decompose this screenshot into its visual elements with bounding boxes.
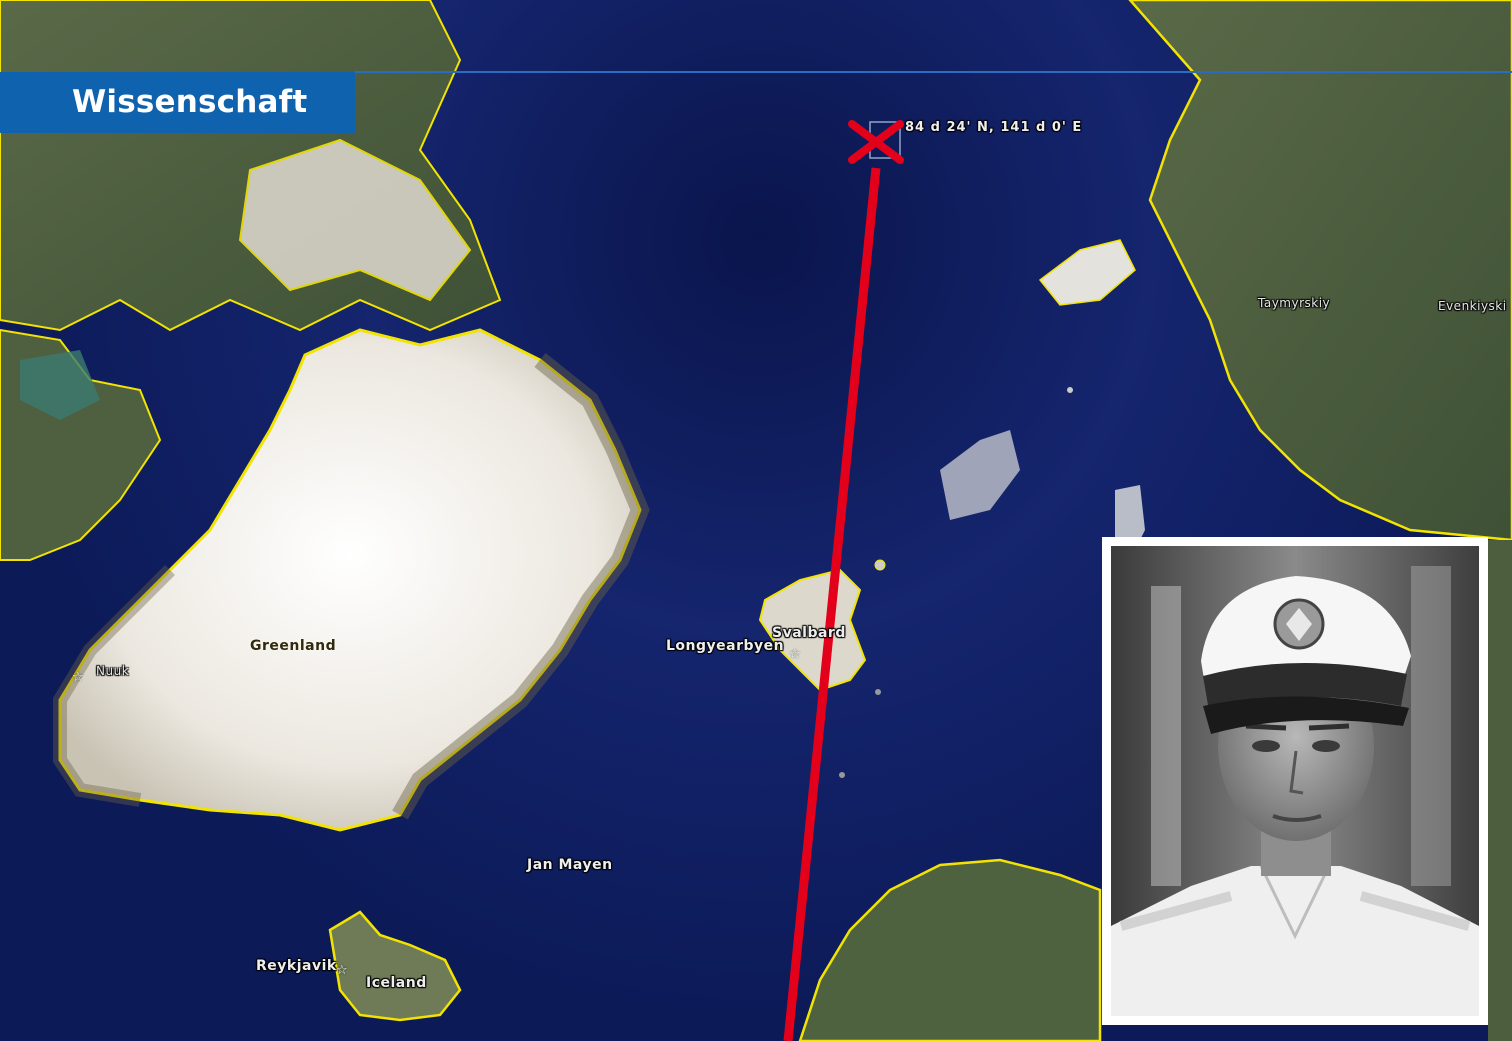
label-taymyrskiy: Taymyrskiy [1258,296,1331,310]
baffin-lake [20,350,100,420]
iceland-landmass [328,910,462,1022]
greenland-coast-west [53,565,175,807]
island [1067,387,1073,393]
route-line [783,167,881,1041]
greenland-coast-east [392,352,650,820]
greenland-landmass [58,328,642,832]
severnaya-zemlya [1038,239,1136,306]
island [874,559,886,571]
label-reykjavik: Reykjavik [256,958,337,974]
scandinavia-landmass [798,858,1102,1041]
island [839,772,845,778]
portrait-photo [1111,546,1479,1016]
x-marker-icon [848,120,904,164]
label-longyearbyen: Longyearbyen [666,638,785,654]
portrait-inset [1102,537,1488,1025]
siberia-landmass [1128,0,1512,542]
island [875,689,881,695]
ellesmere-ice [238,138,472,302]
label-greenland: Greenland [250,638,337,654]
star-icon: ☆ [72,670,84,685]
star-icon: ☆ [336,963,348,978]
label-jan-mayen: Jan Mayen [527,857,613,873]
marker-coordinates: 84 d 24' N, 141 d 0' E [905,120,1083,135]
star-icon: ☆ [789,647,801,662]
russia-lower-right [1488,540,1512,1041]
label-nuuk: Nuuk [96,664,130,678]
label-evenkiyskiy: Evenkiyski [1438,299,1507,313]
header-rule [355,71,1512,73]
section-label: Wissenschaft [0,72,355,133]
label-svalbard: Svalbard [772,625,846,641]
franz-josef-land [940,430,1020,520]
label-iceland: Iceland [366,975,427,991]
